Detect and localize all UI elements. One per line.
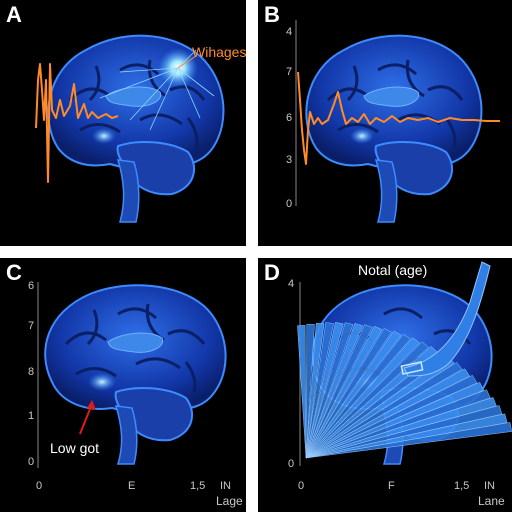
panel-b: B 4 7 6 3 0 <box>258 0 512 246</box>
panel-a: A Wihages <box>0 0 246 246</box>
y-tick: 7 <box>286 66 293 78</box>
fan-ray <box>305 422 512 459</box>
y-tick: 3 <box>286 154 293 166</box>
fan-ray <box>305 333 411 459</box>
x-tick: E <box>128 480 136 492</box>
fan-ray <box>305 325 383 459</box>
fan-ray <box>305 322 344 459</box>
x-tick: IN <box>484 480 495 492</box>
x-tick: F <box>388 480 395 492</box>
fan-diagram <box>297 322 512 459</box>
fan-ray <box>305 322 325 459</box>
x-tick: 0 <box>298 480 305 492</box>
panel-b-label: B <box>264 2 280 27</box>
panel-c-annotation: Low got <box>50 440 100 456</box>
brain-illustration <box>44 284 227 465</box>
y-tick: 6 <box>28 280 35 292</box>
brain-illustration <box>305 34 483 223</box>
y-tick: 0 <box>28 456 35 468</box>
panel-b-graphic <box>295 20 500 223</box>
fan-ray <box>305 368 471 459</box>
band-end-marker <box>400 361 424 375</box>
panel-a-label: A <box>6 2 22 27</box>
fan-ray <box>305 323 364 459</box>
panel-c-graphic <box>37 282 227 468</box>
y-tick: 0 <box>288 458 295 470</box>
fan-ray <box>305 322 354 459</box>
y-tick: 8 <box>28 366 35 378</box>
y-tick: 7 <box>28 320 35 332</box>
y-tick: 0 <box>286 198 293 210</box>
x-axis-label: Lage <box>216 494 243 508</box>
panel-c: C 6 7 8 1 0 Low got 0 E 1,5 IN Lage <box>0 258 246 512</box>
fan-ray <box>305 337 421 459</box>
x-tick: IN <box>220 480 231 492</box>
fan-ray <box>305 362 463 459</box>
panel-d-graphic <box>297 261 512 466</box>
x-tick: 0 <box>36 480 43 492</box>
y-tick: 4 <box>286 26 293 38</box>
panel-d-title: Notal (age) <box>358 262 428 278</box>
fan-ray <box>305 330 402 459</box>
red-arrow-icon <box>79 400 96 435</box>
wave-trace <box>35 63 119 183</box>
fan-ray <box>305 322 334 459</box>
fan-ray <box>297 325 307 459</box>
fan-ray <box>305 328 392 459</box>
wave-trace <box>297 71 500 165</box>
y-tick: 1 <box>28 410 35 422</box>
x-tick: 1,5 <box>454 480 470 492</box>
x-axis-label: Lane <box>478 494 505 508</box>
panel-d-label: D <box>264 260 280 285</box>
curved-band <box>403 261 491 377</box>
fan-ray <box>305 324 373 459</box>
annotation-leader-line <box>177 55 197 69</box>
panel-d: D Notal (age) 4 0 0 F 1,5 IN Lane <box>258 258 512 512</box>
x-tick: 1,5 <box>190 480 206 492</box>
panel-a-graphic <box>35 34 225 223</box>
y-tick: 6 <box>286 112 293 124</box>
y-tick: 4 <box>288 278 295 290</box>
panel-c-label: C <box>6 260 22 285</box>
fan-ray <box>305 323 315 459</box>
fan-ray <box>305 374 478 459</box>
panel-a-annotation: Wihages <box>192 44 246 60</box>
fan-ray <box>305 341 430 459</box>
